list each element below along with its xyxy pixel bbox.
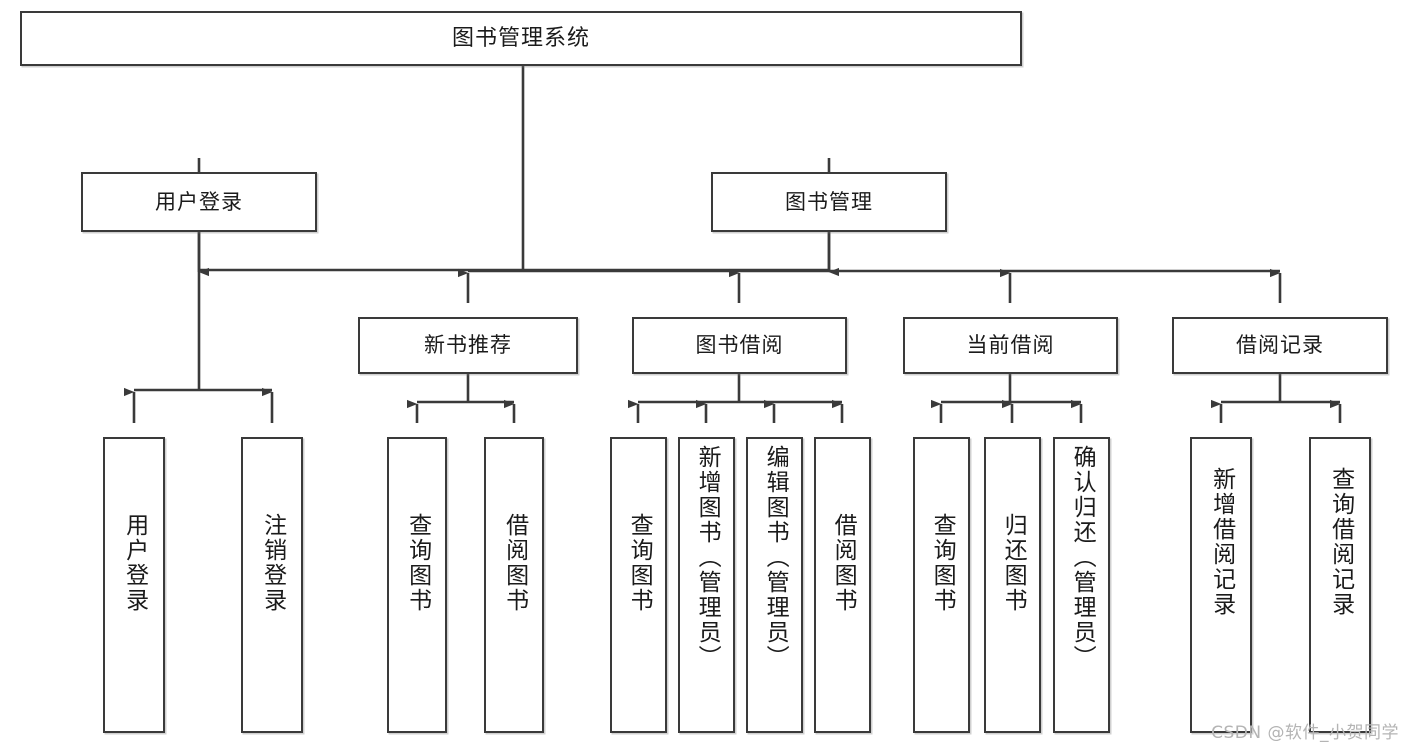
leaf-query-book-borrow[interactable]: 查询图书 bbox=[610, 437, 667, 733]
leaf-borrow-book-recommend[interactable]: 借阅图书 bbox=[484, 437, 544, 733]
leaf-edit-book-admin[interactable]: 编辑图书（管理员） bbox=[746, 437, 803, 733]
node-label: 图书借阅 bbox=[695, 333, 784, 357]
node-label: 图书管理 bbox=[785, 189, 873, 214]
leaf-borrow-book[interactable]: 借阅图书 bbox=[814, 437, 871, 733]
node-label: 注销登录 bbox=[259, 513, 286, 613]
node-label: 当前借阅 bbox=[966, 333, 1055, 357]
node-label: 确认归还（管理员） bbox=[1069, 445, 1096, 670]
node-new-book-recommend[interactable]: 新书推荐 bbox=[358, 317, 578, 374]
node-current-borrow[interactable]: 当前借阅 bbox=[903, 317, 1118, 374]
leaf-user-login[interactable]: 用户登录 bbox=[103, 437, 165, 733]
leaf-user-logout[interactable]: 注销登录 bbox=[241, 437, 303, 733]
node-label: 借阅记录 bbox=[1236, 333, 1324, 357]
node-label: 查询借阅记录 bbox=[1327, 467, 1354, 617]
node-label: 图书管理系统 bbox=[451, 25, 590, 51]
node-label: 借阅图书 bbox=[830, 513, 857, 613]
node-label: 新增借阅记录 bbox=[1208, 467, 1235, 617]
leaf-confirm-return-admin[interactable]: 确认归还（管理员） bbox=[1053, 437, 1110, 733]
node-label: 编辑图书（管理员） bbox=[762, 445, 789, 670]
node-label: 查询图书 bbox=[626, 513, 653, 613]
node-label: 用户登录 bbox=[121, 513, 148, 613]
node-borrow-records[interactable]: 借阅记录 bbox=[1172, 317, 1388, 374]
leaf-query-borrow-record[interactable]: 查询借阅记录 bbox=[1309, 437, 1371, 733]
node-root-system[interactable]: 图书管理系统 bbox=[20, 11, 1022, 66]
node-label: 归还图书 bbox=[1000, 513, 1027, 613]
node-label: 新书推荐 bbox=[424, 333, 512, 357]
node-label: 借阅图书 bbox=[501, 513, 528, 613]
node-label: 查询图书 bbox=[929, 513, 956, 613]
node-label: 用户登录 bbox=[155, 189, 243, 214]
leaf-add-borrow-record[interactable]: 新增借阅记录 bbox=[1190, 437, 1252, 733]
node-label: 新增图书（管理员） bbox=[694, 445, 721, 670]
leaf-add-book-admin[interactable]: 新增图书（管理员） bbox=[678, 437, 735, 733]
node-user-login[interactable]: 用户登录 bbox=[81, 172, 317, 232]
node-book-borrow[interactable]: 图书借阅 bbox=[632, 317, 847, 374]
leaf-return-book[interactable]: 归还图书 bbox=[984, 437, 1041, 733]
leaf-query-book-recommend[interactable]: 查询图书 bbox=[387, 437, 447, 733]
node-book-management[interactable]: 图书管理 bbox=[711, 172, 947, 232]
leaf-query-book-current[interactable]: 查询图书 bbox=[913, 437, 970, 733]
node-label: 查询图书 bbox=[404, 513, 431, 613]
